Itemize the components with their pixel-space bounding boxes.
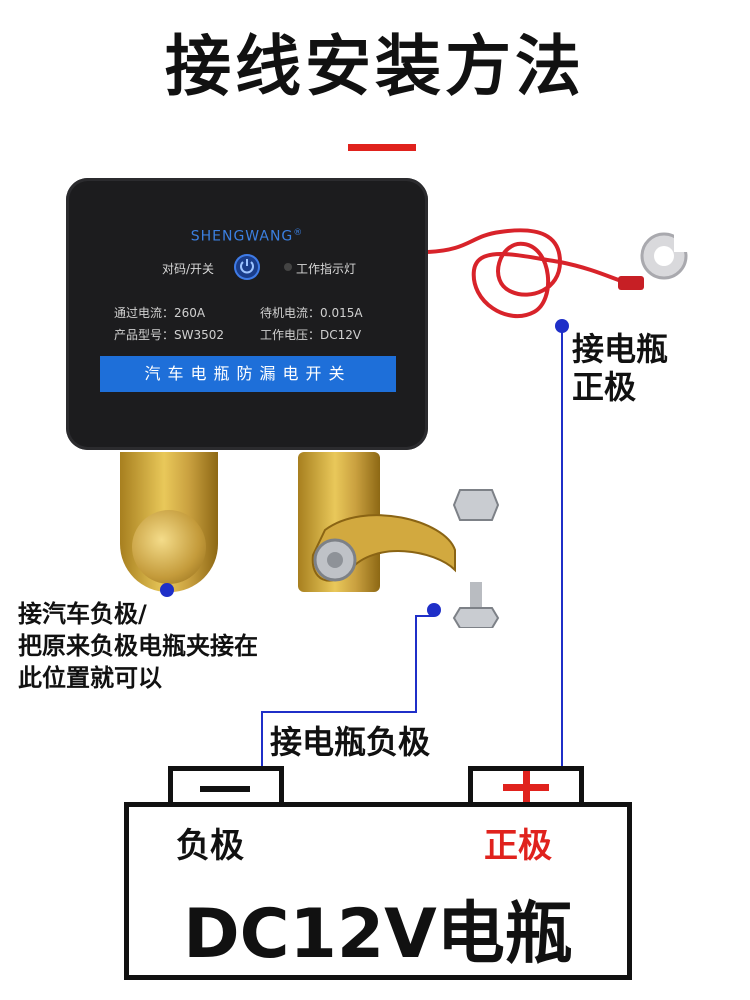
- power-button[interactable]: [234, 254, 260, 280]
- switch-device: SHENGWANG® 对码/开关 工作指示灯 通过电流：260A 待机电流：0.…: [66, 178, 428, 450]
- indicator-label: 工作指示灯: [296, 262, 357, 276]
- page-title: 接线安装方法: [165, 28, 585, 105]
- spec-standby: 待机电流：0.015A: [260, 306, 363, 320]
- minus-symbol: [200, 786, 250, 792]
- spec-voltage: 工作电压：DC12V: [260, 328, 362, 342]
- clamp-bolt-nut: [452, 489, 500, 521]
- plus-symbol-vertical: [523, 771, 530, 805]
- button-row: 对码/开关 工作指示灯: [66, 254, 428, 284]
- battery-body: [124, 802, 632, 980]
- product-band: 汽车电瓶防漏电开关: [100, 356, 396, 392]
- car-negative-label: 接汽车负极/ 把原来负极电瓶夹接在 此位置就可以: [18, 600, 258, 692]
- battery-negative-text: 负极: [176, 826, 244, 866]
- negative-connection-dot: [160, 583, 174, 597]
- battery-positive-text: 正极: [484, 826, 552, 866]
- ring-terminal-icon: [618, 228, 694, 290]
- spec-current: 通过电流：260A: [114, 306, 206, 320]
- negative-terminal-cap: [132, 510, 206, 584]
- spec-model: 产品型号：SW3502: [114, 328, 225, 342]
- button-label: 对码/开关: [162, 262, 215, 276]
- power-icon: [240, 259, 254, 274]
- battery-title: DC12V电瓶: [183, 895, 573, 974]
- title-underline: [348, 144, 416, 151]
- brand-name: SHENGWANG®: [190, 228, 304, 245]
- wire-connection-dot: [555, 319, 569, 333]
- battery-clamp: [311, 514, 456, 582]
- clamp-bolt-thread: [452, 582, 500, 628]
- battery-negative-label: 接电瓶负极: [270, 723, 431, 761]
- red-wire: [427, 228, 639, 319]
- clamp-connection-dot: [427, 603, 441, 617]
- positive-clip-label: 接电瓶 正极: [572, 330, 669, 406]
- indicator-led: [284, 263, 292, 271]
